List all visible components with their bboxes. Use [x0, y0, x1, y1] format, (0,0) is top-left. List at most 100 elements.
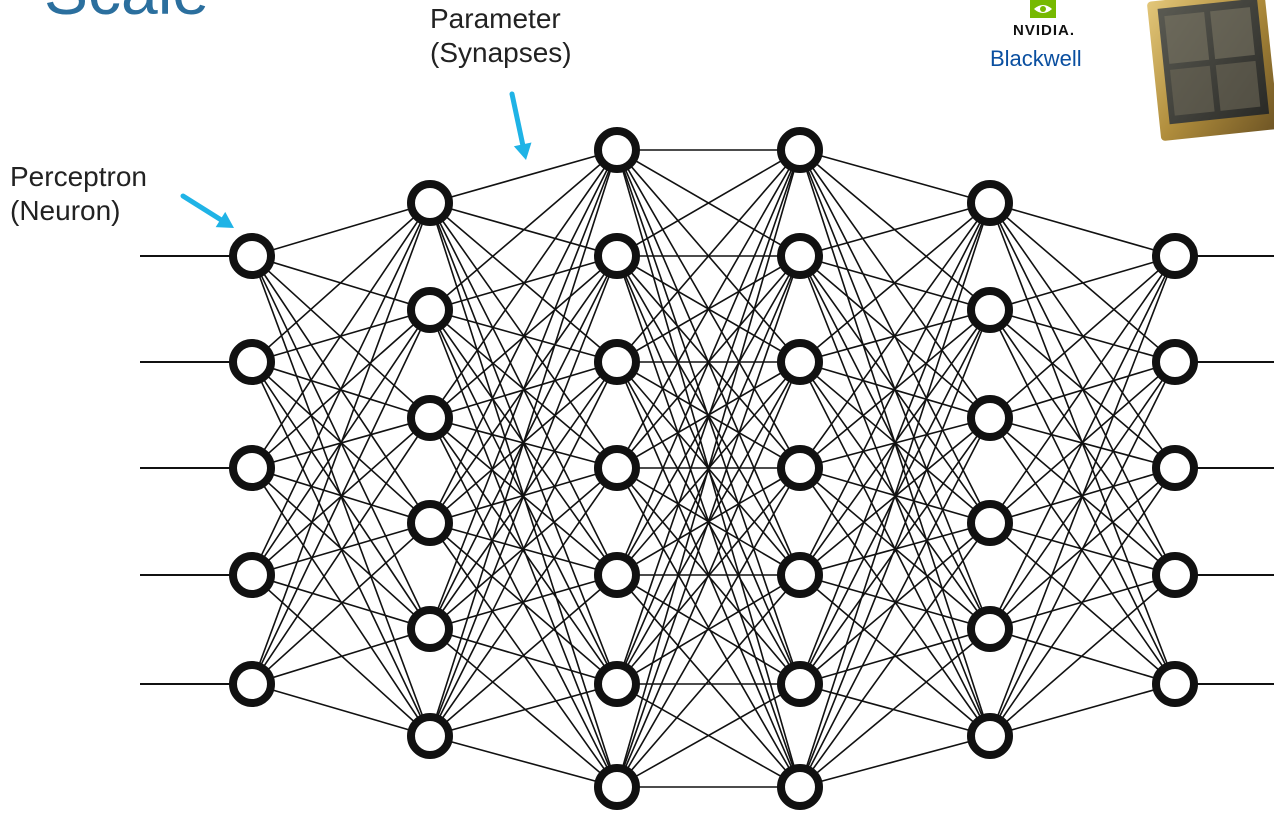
neuron-node [407, 287, 453, 333]
neuron-node [229, 445, 275, 491]
synapse-edge [989, 522, 1176, 685]
arrow-icon [180, 193, 234, 228]
synapse-edge [799, 417, 991, 788]
neuron-node [594, 339, 640, 385]
synapse-edge [799, 202, 991, 788]
neuron-node [229, 661, 275, 707]
neuron-node [967, 606, 1013, 652]
synapse-edge [989, 202, 1176, 257]
synapse-edge [429, 149, 618, 204]
neuron-node [594, 552, 640, 598]
neuron-node [229, 233, 275, 279]
synapse-edge [251, 202, 431, 576]
synapse-edge [616, 683, 801, 788]
neuron-node [777, 127, 823, 173]
synapse-edge [616, 149, 801, 685]
neuron-node [777, 764, 823, 810]
neuron-node [407, 395, 453, 441]
gpu-chip-image [1147, 0, 1274, 141]
synapse-edge [429, 149, 618, 737]
neuron-node [967, 287, 1013, 333]
neuron-node [594, 127, 640, 173]
synapse-edge [989, 255, 1176, 737]
synapse-edge [799, 202, 991, 363]
synapse-edge [799, 255, 991, 419]
synapse-edge [251, 574, 431, 737]
synapse-edge [799, 628, 991, 788]
slide-title: Scale [44, 0, 209, 24]
synapse-edge [799, 202, 991, 685]
nvidia-brand-text: NVIDIA. [1013, 22, 1076, 39]
parameter-label-line2: (Synapses) [430, 37, 572, 68]
arrow-icon [509, 91, 532, 160]
neuron-node [407, 713, 453, 759]
neuron-node [777, 552, 823, 598]
synapse-edge [429, 149, 618, 311]
nvidia-logo-icon [1030, 0, 1056, 18]
neuron-node [594, 445, 640, 491]
synapse-edge [251, 417, 431, 685]
synapse-edge [429, 149, 618, 524]
synapse-edge [799, 202, 991, 576]
perceptron-label-line1: Perceptron [10, 161, 147, 192]
neuron-node [777, 339, 823, 385]
neuron-node [1152, 661, 1198, 707]
perceptron-label-line2: (Neuron) [10, 195, 121, 226]
synapse-edge [989, 361, 1176, 737]
synapse-edge [799, 683, 991, 737]
neuron-node [229, 552, 275, 598]
neuron-node [1152, 339, 1198, 385]
synapse-edge [989, 467, 1176, 737]
synapse-edge [251, 522, 431, 576]
synapse-edge [799, 417, 991, 685]
synapse-edge [429, 149, 618, 419]
synapse-edge [251, 522, 431, 685]
synapse-edge [251, 683, 431, 737]
synapse-edge [989, 255, 1176, 524]
arrow-head [513, 142, 532, 160]
neuron-node [967, 500, 1013, 546]
synapse-edge [799, 309, 991, 788]
perceptron-label: Perceptron (Neuron) [10, 160, 147, 228]
parameter-label: Parameter (Synapses) [430, 2, 572, 70]
synapse-edge [616, 361, 801, 788]
synapse-edge [251, 202, 431, 469]
parameter-label-line1: Parameter [430, 3, 561, 34]
neuron-node [777, 233, 823, 279]
blackwell-product-text: Blackwell [990, 46, 1082, 71]
synapse-edge [616, 467, 801, 788]
synapse-edge [799, 149, 991, 204]
synapse-edge [616, 574, 801, 685]
annotation-arrows [180, 91, 532, 228]
neuron-node [594, 233, 640, 279]
synapse-edge [989, 255, 1176, 630]
synapse-edge [616, 149, 801, 363]
synapse-edge [799, 202, 991, 469]
synapse-edge [616, 149, 801, 576]
synapse-edge [989, 683, 1176, 737]
synapse-edge [429, 255, 618, 737]
neuron-node [407, 606, 453, 652]
synapse-edge [616, 149, 801, 469]
synapse-edge [799, 628, 991, 685]
synapse-edge [989, 574, 1176, 737]
synapse-edge [429, 361, 618, 737]
synapse-edge [251, 309, 431, 685]
synapse-edge [989, 255, 1176, 311]
neuron-node [1152, 552, 1198, 598]
synapse-edge [799, 202, 991, 257]
arrow-head [215, 211, 234, 228]
synapse-edge [799, 149, 991, 419]
synapse-edge [616, 574, 801, 788]
synapse-edge [429, 149, 618, 630]
synapse-edge [251, 202, 431, 685]
synapse-edge [989, 417, 1176, 685]
arrow-shaft [509, 91, 526, 147]
neuron-node [407, 180, 453, 226]
synapse-edge [429, 467, 618, 737]
neuron-node [777, 661, 823, 707]
synapse-edge [251, 202, 431, 257]
neuron-node [1152, 233, 1198, 279]
neuron-node [594, 764, 640, 810]
